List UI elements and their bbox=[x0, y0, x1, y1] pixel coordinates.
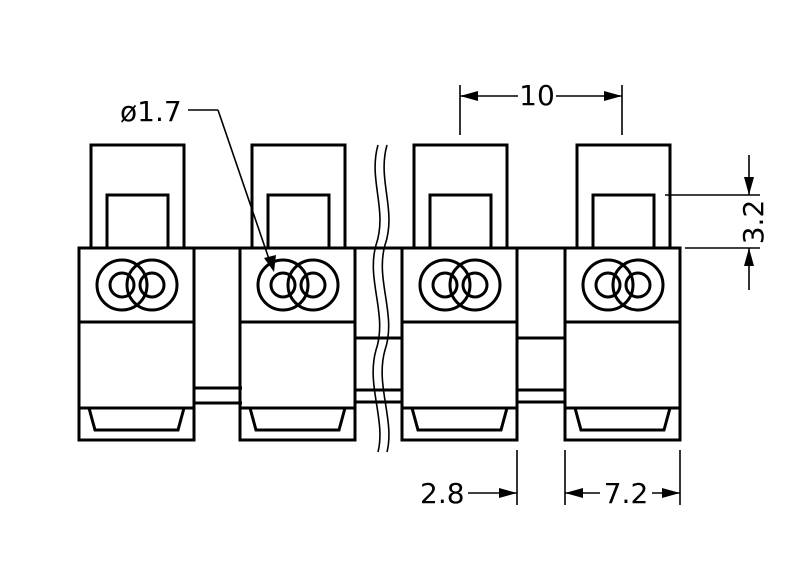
width-label: 7.2 bbox=[604, 477, 649, 510]
height-label: 3.2 bbox=[737, 200, 770, 245]
pitch-label: 10 bbox=[519, 79, 555, 112]
offset-label: 2.8 bbox=[420, 477, 465, 510]
bottom-dimensions: 2.8 7.2 bbox=[420, 450, 681, 510]
terminal-unit-2 bbox=[238, 143, 357, 442]
hole-diameter-callout: ø1.7 bbox=[120, 95, 276, 272]
pitch-dimension: 10 bbox=[459, 79, 623, 135]
height-dimension: 3.2 bbox=[665, 155, 770, 290]
terminal-unit-3 bbox=[400, 143, 519, 442]
hole-diameter-label: ø1.7 bbox=[120, 95, 182, 128]
terminal-unit-1 bbox=[77, 143, 196, 442]
terminal-unit-4 bbox=[563, 143, 682, 442]
break-symbol bbox=[372, 144, 390, 453]
